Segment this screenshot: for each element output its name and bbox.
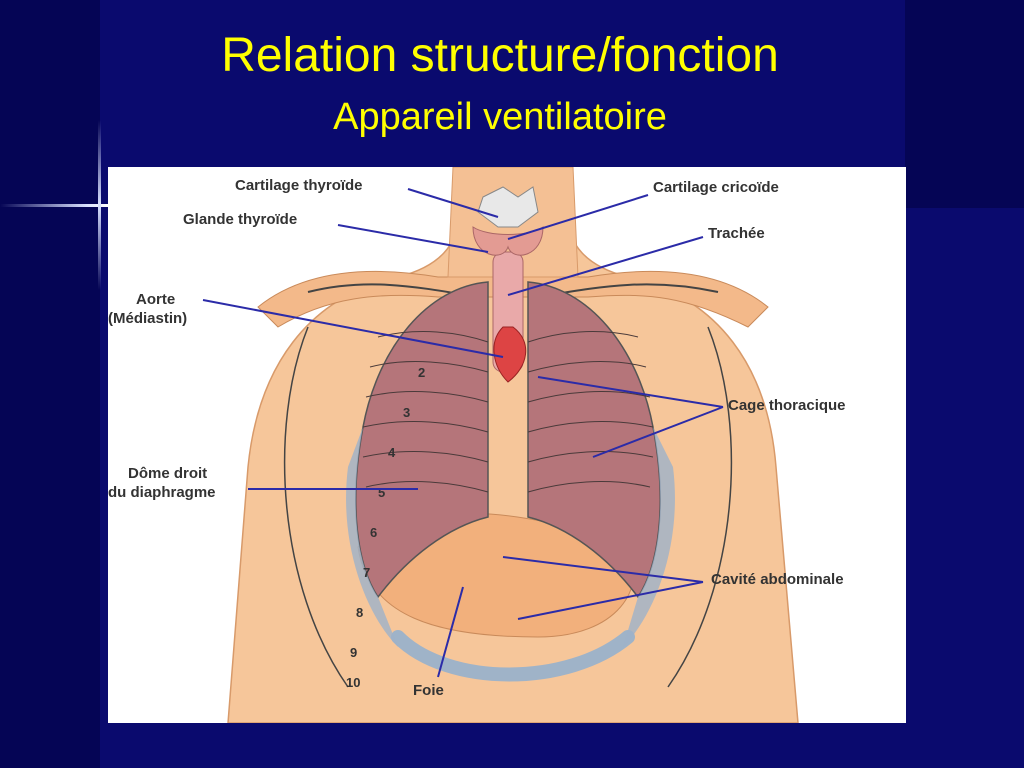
anatomy-figure: 2 3 4 5 6 7 8 9 10 Ca: [108, 167, 906, 723]
leader-lines: [202, 188, 724, 678]
leader-cage-thoracique-1: [537, 376, 724, 408]
label-du-diaphragme: du diaphragme: [108, 484, 216, 501]
intestine: [391, 630, 635, 682]
leader-cartilage-cricoide: [507, 194, 649, 240]
rib-number: 9: [350, 645, 357, 660]
slide-title: Relation structure/fonction: [221, 29, 779, 82]
leader-cage-thoracique-2: [592, 406, 724, 458]
rib-number: 10: [346, 675, 360, 690]
rib-lines: [362, 331, 654, 493]
leader-aorte: [202, 299, 504, 358]
rib-number: 7: [363, 565, 370, 580]
rib-number: 2: [418, 365, 425, 380]
label-cavite-abdominale: Cavité abdominale: [711, 571, 844, 588]
rib-cage-outline: [283, 326, 733, 688]
slide-subtitle: Appareil ventilatoire: [333, 96, 667, 138]
label-trachee: Trachée: [708, 225, 765, 242]
right-dark-band: [905, 0, 1024, 208]
crosshair-horizontal-line: [0, 204, 108, 207]
rib-number: 8: [356, 605, 363, 620]
leader-glande-thyroide: [337, 224, 489, 253]
leader-foie: [437, 586, 464, 678]
pleura-right: [346, 427, 398, 647]
pleura-left: [623, 427, 675, 647]
larynx: [477, 186, 539, 228]
label-dome-droit: Dôme droit: [128, 465, 208, 482]
rib-number: 6: [370, 525, 377, 540]
label-cage-thoracique: Cage thoracique: [728, 397, 846, 414]
label-cartilage-cricoide: Cartilage cricoïde: [653, 179, 779, 196]
label-glande-thyroide: Glande thyroïde: [183, 211, 298, 228]
label-aorte: Aorte: [136, 291, 176, 308]
leader-trachee: [507, 236, 704, 296]
left-dark-band: [0, 0, 100, 768]
crosshair-vertical-line: [98, 120, 101, 290]
leader-cartilage-thyroide: [407, 188, 499, 218]
anatomy-illustration: 2 3 4 5 6 7 8 9 10: [202, 167, 799, 723]
rib-number: 4: [388, 445, 396, 460]
rib-number: 3: [403, 405, 410, 420]
rib-number: 5: [378, 485, 385, 500]
label-foie: Foie: [413, 682, 444, 699]
label-cartilage-thyroide: Cartilage thyroïde: [235, 177, 363, 194]
leader-cavite-abdominale-1: [502, 556, 704, 583]
leader-cavite-abdominale-2: [517, 581, 704, 620]
label-mediastin: (Médiastin): [108, 310, 188, 327]
aorta: [493, 326, 527, 383]
